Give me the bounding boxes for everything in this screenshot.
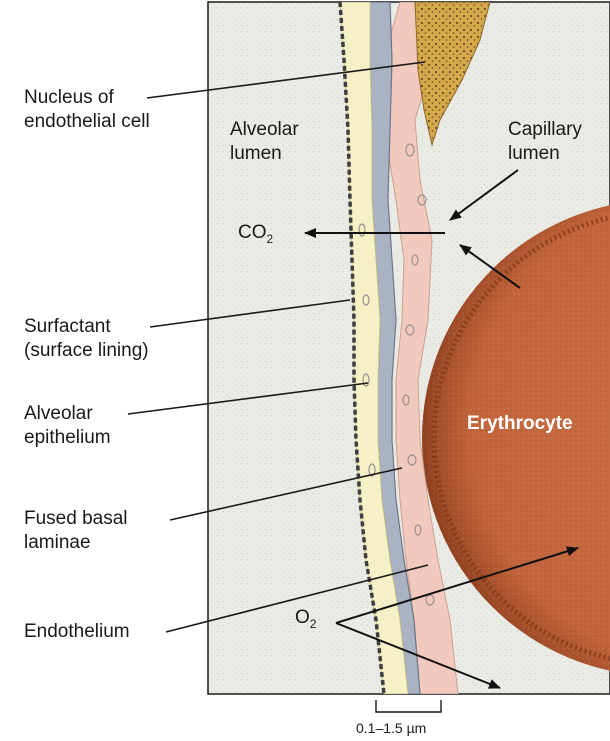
label-alveolar-epithelium: Alveolar epithelium (24, 402, 111, 450)
label-surfactant: Surfactant (surface lining) (24, 315, 149, 363)
label-endothelium: Endothelium (24, 620, 130, 644)
label-capillary-lumen: Capillary lumen (508, 118, 582, 166)
label-co2: CO2 (238, 221, 273, 246)
label-erythrocyte: Erythrocyte (467, 412, 573, 436)
label-basal-laminae: Fused basal laminae (24, 507, 128, 555)
label-alveolar-lumen: Alveolar lumen (230, 118, 299, 166)
label-scale: 0.1–1.5 µm (356, 716, 426, 740)
label-o2: O2 (295, 606, 316, 631)
label-nucleus: Nucleus of endothelial cell (24, 86, 150, 134)
scale-bar (376, 700, 441, 712)
